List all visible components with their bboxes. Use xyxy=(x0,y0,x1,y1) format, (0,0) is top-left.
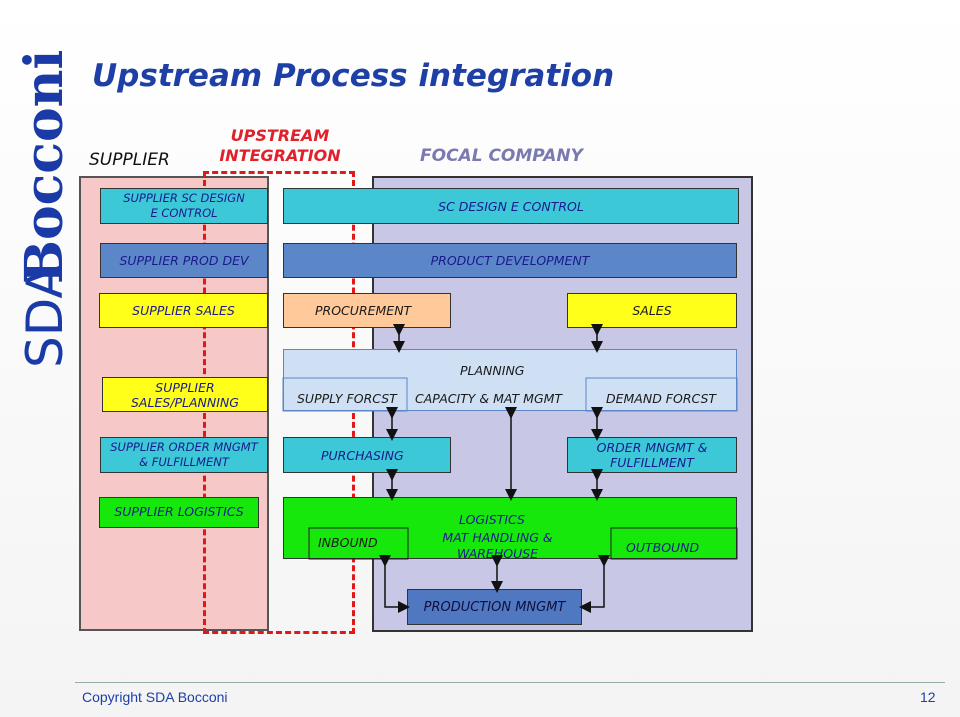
mat-handling-label: MAT HANDLING & WAREHOUSE xyxy=(442,530,553,561)
capacity-mat-mgmt-label: CAPACITY & MAT MGMT xyxy=(415,391,563,406)
procurement-label: PROCUREMENT xyxy=(315,303,412,318)
order-mngmt-box: ORDER MNGMT & FULFILLMENT xyxy=(567,437,737,473)
supplier-sales-planning-label: SUPPLIER SALES/PLANNING xyxy=(131,379,239,410)
production-mngmt-label: PRODUCTION MNGMT xyxy=(423,599,566,615)
procurement-box: PROCUREMENT xyxy=(283,293,451,328)
supplier-sales-label: SUPPLIER SALES xyxy=(132,303,235,318)
inbound-label: INBOUND xyxy=(318,535,378,550)
supplier-order-mngmt-box: SUPPLIER ORDER MNGMT & FULFILLMENT xyxy=(100,437,268,473)
arrow-inbound-production xyxy=(379,555,410,613)
upstream-integration-header: UPSTREAM INTEGRATION xyxy=(219,126,341,165)
supplier-sc-design-box: SUPPLIER SC DESIGN E CONTROL xyxy=(100,188,268,224)
purchasing-label: PURCHASING xyxy=(321,447,404,463)
logo-text-bocconi: Bocconi xyxy=(14,50,72,284)
sales-box: SALES xyxy=(567,293,737,328)
supplier-header: SUPPLIER xyxy=(89,150,170,170)
page-number: 12 xyxy=(920,689,936,705)
footer-divider xyxy=(75,682,945,683)
product-development-box: PRODUCT DEVELOPMENT xyxy=(283,243,737,278)
product-development-label: PRODUCT DEVELOPMENT xyxy=(430,253,590,268)
arrow-outbound-production xyxy=(579,555,610,613)
demand-forcst-cell xyxy=(585,377,738,412)
sales-label: SALES xyxy=(632,303,672,318)
supplier-sales-box: SUPPLIER SALES xyxy=(99,293,268,328)
demand-forcst-label: DEMAND FORCST xyxy=(606,391,717,406)
purchasing-box: PURCHASING xyxy=(283,437,451,473)
supplier-sales-planning-box: SUPPLIER SALES/PLANNING xyxy=(102,377,268,412)
logistics-label: LOGISTICS xyxy=(459,512,525,527)
supplier-prod-dev-box: SUPPLIER PROD DEV xyxy=(100,243,268,278)
supplier-prod-dev-label: SUPPLIER PROD DEV xyxy=(119,253,249,268)
order-mngmt-label: ORDER MNGMT & FULFILLMENT xyxy=(596,440,708,470)
supplier-order-mngmt-label: SUPPLIER ORDER MNGMT & FULFILLMENT xyxy=(110,440,258,469)
supply-forcst-label: SUPPLY FORCST xyxy=(297,391,397,406)
supplier-sc-design-label: SUPPLIER SC DESIGN E CONTROL xyxy=(123,191,245,220)
outbound-label: OUTBOUND xyxy=(626,540,700,555)
footer-copyright: Copyright SDA Bocconi xyxy=(82,689,228,705)
focal-company-header: FOCAL COMPANY xyxy=(420,146,583,166)
sc-design-control-box: SC DESIGN E CONTROL xyxy=(283,188,739,224)
outbound-cell xyxy=(610,527,738,560)
inbound-cell xyxy=(308,527,409,560)
sc-design-control-label: SC DESIGN E CONTROL xyxy=(438,198,584,214)
sda-bocconi-logo: Bocconi SDA xyxy=(14,50,72,368)
supply-forcst-cell xyxy=(282,377,408,412)
planning-label: PLANNING xyxy=(460,363,525,378)
supplier-logistics-box: SUPPLIER LOGISTICS xyxy=(99,497,259,528)
logo-text-sda: SDA xyxy=(16,264,72,368)
production-mngmt-box: PRODUCTION MNGMT xyxy=(407,589,582,625)
supplier-logistics-label: SUPPLIER LOGISTICS xyxy=(114,504,244,519)
page-title: Upstream Process integration xyxy=(92,58,615,94)
